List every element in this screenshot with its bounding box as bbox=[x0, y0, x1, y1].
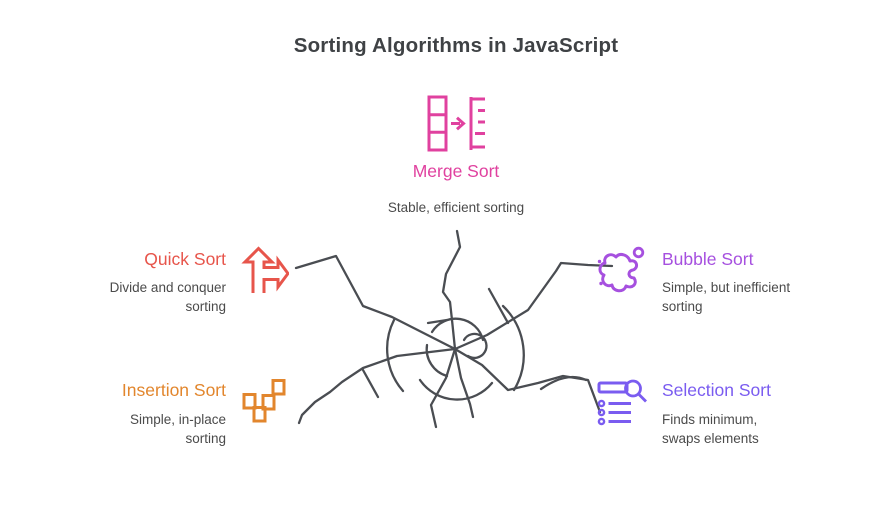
bubble-sort-label: Bubble Sort bbox=[662, 249, 754, 269]
bubble-splat-icon bbox=[597, 245, 647, 294]
merge-sort-label: Merge Sort bbox=[412, 161, 500, 181]
selection-sort-description: Finds minimum, swaps elements bbox=[662, 411, 759, 448]
scattered-squares-icon bbox=[240, 379, 287, 423]
description-line: sorting bbox=[662, 298, 703, 314]
description-line: sorting bbox=[185, 298, 226, 314]
insertion-sort-description: Simple, in-place sorting bbox=[130, 411, 226, 448]
description-line: Simple, in-place bbox=[129, 412, 226, 427]
insertion-sort-label: Insertion Sort bbox=[121, 380, 226, 400]
description-line: Stable, efficient sorting bbox=[387, 200, 525, 215]
merge-columns-arrow-icon bbox=[427, 95, 487, 152]
description-line: sorting bbox=[185, 430, 226, 446]
description-line: Divide and conquer bbox=[109, 280, 226, 295]
branching-arrow-icon bbox=[241, 246, 290, 294]
quick-sort-description: Divide and conquer sorting bbox=[110, 279, 226, 316]
bubble-sort-description: Simple, but inefficient sorting bbox=[662, 279, 790, 316]
selection-sort-label: Selection Sort bbox=[662, 380, 771, 400]
list-magnifier-icon bbox=[597, 378, 649, 426]
description-line: swaps elements bbox=[662, 430, 759, 446]
description-line: Simple, but inefficient bbox=[662, 280, 791, 295]
quick-sort-label: Quick Sort bbox=[144, 249, 226, 269]
description-line: Finds minimum, bbox=[662, 412, 758, 427]
merge-sort-description: Stable, efficient sorting bbox=[16, 199, 896, 218]
page-title: Sorting Algorithms in JavaScript bbox=[293, 34, 619, 57]
